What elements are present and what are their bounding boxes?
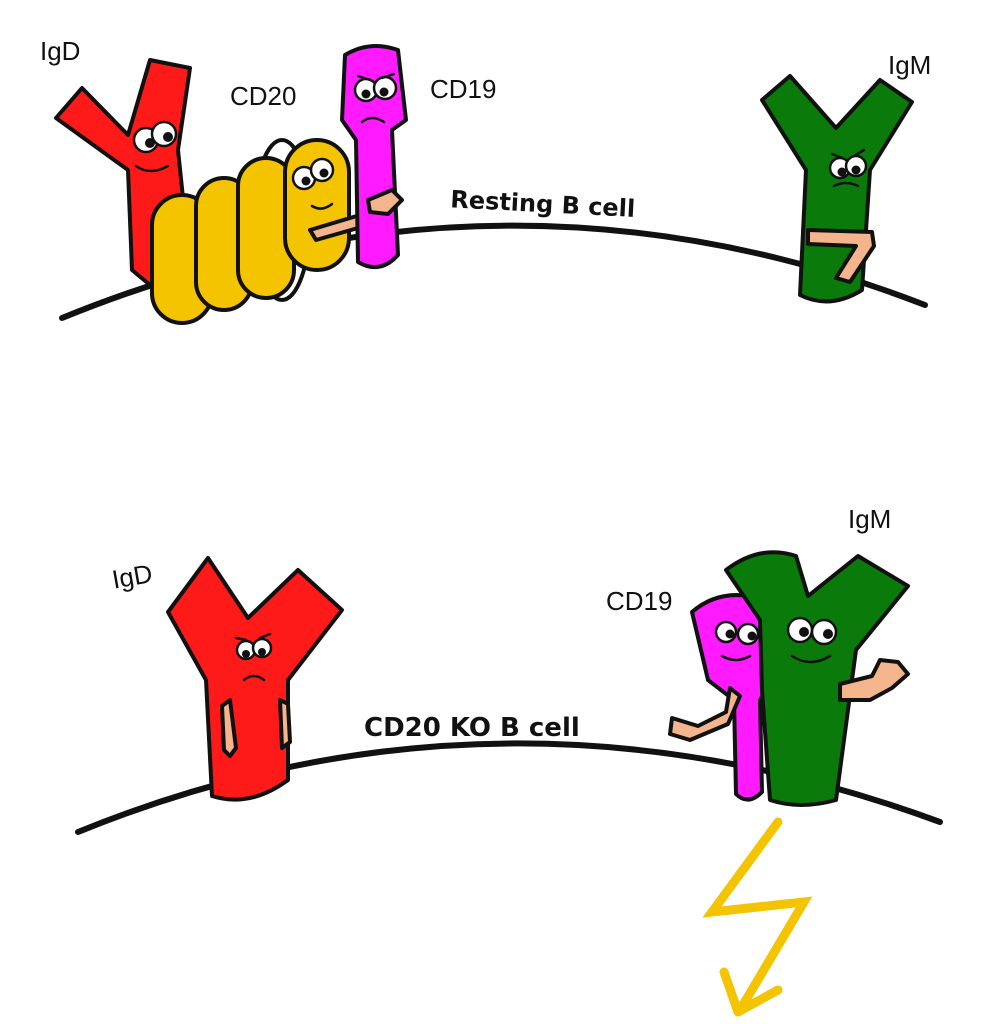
bottom-cd19-shape <box>690 593 768 802</box>
top-igm-shape <box>760 74 914 304</box>
bottom-igd-receptor <box>166 556 344 802</box>
top-cd20-tetramer <box>150 138 394 325</box>
top-igd-label: IgD <box>40 36 80 66</box>
top-igm-receptor <box>760 74 914 304</box>
bottom-membrane-label: CD20 KO B cell <box>364 713 580 743</box>
top-cd19-receptor <box>340 44 408 270</box>
top-cd19-label: CD19 <box>430 74 496 104</box>
bottom-cd19-label: CD19 <box>606 586 672 616</box>
bottom-cd19-receptor <box>668 593 768 802</box>
bottom-panel: IgD CD19 IgM CD20 KO B cell <box>75 504 943 1017</box>
bottom-igm-receptor <box>724 550 910 807</box>
top-cd19-shape <box>340 44 408 270</box>
lightning-bolt-icon <box>702 817 813 1017</box>
top-igm-label: IgM <box>888 50 931 80</box>
top-cd20-label: CD20 <box>230 81 296 111</box>
bottom-igd-label: IgD <box>110 558 155 595</box>
bottom-igm-shape <box>724 550 910 807</box>
top-membrane-label: Resting B cell <box>450 185 636 223</box>
bottom-igm-label: IgM <box>848 504 891 534</box>
top-panel: IgD CD20 CD19 IgM Resting B cell <box>40 36 931 325</box>
bottom-igd-shape <box>166 556 344 802</box>
